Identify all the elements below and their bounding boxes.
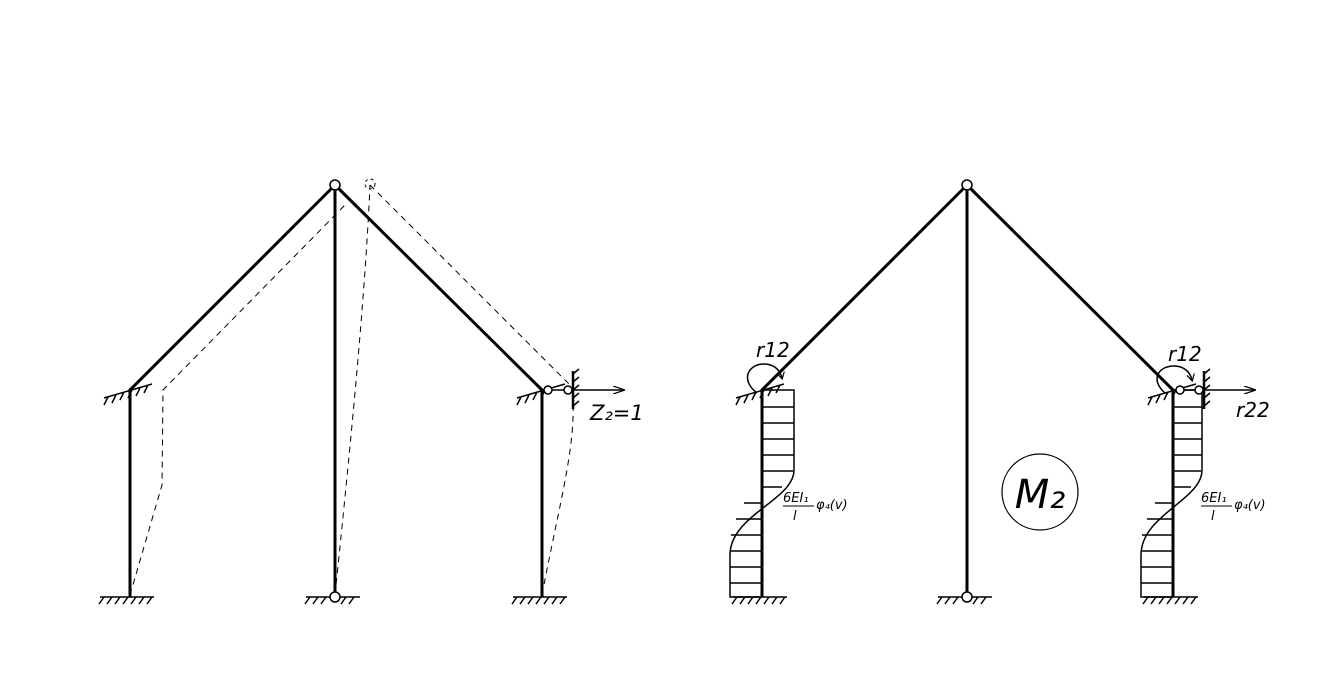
displacement-label: Z₂=1 bbox=[589, 401, 644, 425]
hinge-icon bbox=[961, 179, 973, 191]
hinge-icon bbox=[961, 591, 973, 603]
rotation-restraint-icon bbox=[103, 383, 153, 406]
moment-value-right: 6EI₁ l φ₄(v) bbox=[1201, 491, 1266, 524]
moment-arrow-icon bbox=[1156, 365, 1192, 394]
rotation-restraint-icon bbox=[1147, 383, 1197, 406]
left-rafter bbox=[128, 183, 337, 392]
deformed-shape bbox=[129, 178, 574, 596]
rotation-restraint-icon bbox=[516, 383, 566, 406]
link-restraint-icon bbox=[542, 368, 580, 409]
right-rafter bbox=[965, 183, 1175, 392]
hinge-icon bbox=[329, 591, 341, 603]
moment-value-left: 6EI₁ l φ₄(v) bbox=[783, 491, 848, 524]
rotation-restraint-icon bbox=[735, 383, 785, 406]
moment-arrow-icon bbox=[746, 363, 782, 394]
fixed-support-icon bbox=[1142, 596, 1198, 605]
fixed-support-icon bbox=[98, 596, 154, 605]
moment-value-factor: φ₄(v) bbox=[1234, 498, 1266, 513]
moment-value-numerator: 6EI₁ bbox=[1201, 491, 1227, 506]
moment-value-denominator: l bbox=[793, 509, 797, 524]
frame-members bbox=[128, 183, 544, 598]
fixed-support-icon bbox=[511, 596, 567, 605]
diagram-title: M₂ bbox=[1015, 472, 1066, 518]
right-frame-diagram: r12 r12 r22 6EI₁ l φ₄(v) 6EI₁ l φ₄(v) M₂ bbox=[729, 179, 1270, 605]
left-rafter bbox=[760, 183, 969, 392]
right-rafter bbox=[333, 183, 544, 392]
moment-value-factor: φ₄(v) bbox=[816, 498, 848, 513]
link-restraint-icon bbox=[1173, 368, 1211, 409]
reaction-right-force-label: r22 bbox=[1236, 398, 1270, 422]
hinge-icon bbox=[329, 179, 341, 191]
moment-value-denominator: l bbox=[1211, 509, 1215, 524]
moment-value-numerator: 6EI₁ bbox=[783, 491, 809, 506]
left-frame-diagram: Z₂=1 bbox=[98, 178, 644, 605]
diagram-title-badge: M₂ bbox=[1001, 453, 1079, 531]
reaction-right-moment-label: r12 bbox=[1168, 342, 1202, 366]
displaced-hinge-icon bbox=[364, 178, 376, 190]
frame-members bbox=[760, 183, 1175, 598]
reaction-left-moment-label: r12 bbox=[756, 338, 790, 362]
fixed-support-icon bbox=[731, 596, 787, 605]
